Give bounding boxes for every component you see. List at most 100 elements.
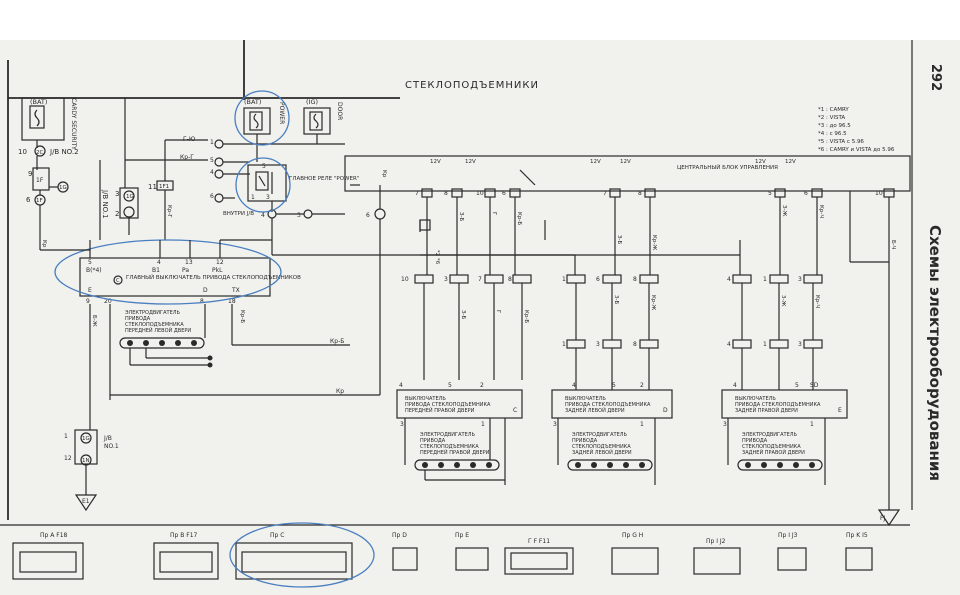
svg-text:ЗАДНЕЙ ПРАВОЙ ДВЕРИ: ЗАДНЕЙ ПРАВОЙ ДВЕРИ <box>742 449 805 456</box>
svg-text:SD: SD <box>810 382 819 389</box>
svg-text:J/B: J/B <box>103 435 112 442</box>
svg-text:ЗАДНЕЙ ЛЕВОЙ ДВЕРИ: ЗАДНЕЙ ЛЕВОЙ ДВЕРИ <box>572 449 632 456</box>
svg-text:З-Ж: З-Ж <box>781 205 787 217</box>
svg-text:4: 4 <box>261 212 265 219</box>
svg-text:ПРИВОДА: ПРИВОДА <box>125 316 151 322</box>
svg-text:Кр-Ч: Кр-Ч <box>818 205 824 218</box>
svg-text:*2 *6: *2 *6 <box>434 250 440 265</box>
svg-text:Г: Г <box>491 212 497 216</box>
scanned-sheet: 292 Схемы электрооборудования СТЕКЛОПОДЪ… <box>0 40 960 595</box>
svg-text:7: 7 <box>415 190 419 197</box>
legend-item-1: *1 : CAMRY <box>818 107 849 113</box>
svg-text:12V: 12V <box>590 159 601 165</box>
svg-text:8: 8 <box>200 298 204 305</box>
svg-text:8: 8 <box>444 190 448 197</box>
svg-text:3: 3 <box>798 341 802 348</box>
highlight-main-switch <box>54 239 282 305</box>
svg-text:4: 4 <box>210 169 214 176</box>
svg-text:1G: 1G <box>82 436 90 442</box>
svg-text:20: 20 <box>104 298 112 305</box>
svg-text:ВЫКЛЮЧАТЕЛЬ: ВЫКЛЮЧАТЕЛЬ <box>405 396 446 402</box>
svg-text:ВЫКЛЮЧАТЕЛЬ: ВЫКЛЮЧАТЕЛЬ <box>735 396 776 402</box>
fuse-bat-center: (BAT) POWER (IG) DOOR <box>243 40 343 162</box>
svg-text:B(*4): B(*4) <box>86 267 102 274</box>
svg-text:Кр-Ж: Кр-Ж <box>651 235 657 250</box>
svg-text:6: 6 <box>804 190 808 197</box>
svg-text:Кр-Б: Кр-Б <box>516 212 522 225</box>
switch-rear-left: 4 5 2 ВЫКЛЮЧАТЕЛЬ ПРИВОДА СТЕКЛОПОДЪЕМНИ… <box>551 382 673 485</box>
svg-text:Г-Ю: Г-Ю <box>183 136 196 143</box>
ecu-box <box>344 155 911 192</box>
svg-text:3-Б: 3-Б <box>613 295 619 304</box>
svg-text:Кр-Б: Кр-Б <box>239 310 245 323</box>
svg-text:FJ: FJ <box>880 515 885 522</box>
svg-text:12V: 12V <box>465 159 476 165</box>
svg-text:ПРИВОДА: ПРИВОДА <box>572 438 598 444</box>
svg-text:З-Б: З-Б <box>458 212 464 222</box>
connector-a <box>12 542 84 580</box>
svg-text:1: 1 <box>763 276 767 283</box>
svg-text:1: 1 <box>210 139 214 146</box>
connector-c <box>235 542 353 580</box>
svg-text:6: 6 <box>366 212 370 219</box>
svg-text:TX: TX <box>231 287 240 294</box>
svg-text:4: 4 <box>733 382 737 389</box>
svg-text:Пр A F18: Пр A F18 <box>40 532 68 539</box>
svg-text:ЗАДНЕЙ ЛЕВОЙ ДВЕРИ: ЗАДНЕЙ ЛЕВОЙ ДВЕРИ <box>565 407 625 414</box>
junction-row-1: 10 3 7 8 1 6 8 4 1 3 <box>401 274 823 284</box>
svg-text:3: 3 <box>266 194 270 201</box>
svg-text:PkL: PkL <box>212 267 223 274</box>
svg-text:1G: 1G <box>59 185 67 191</box>
svg-text:Пр G H: Пр G H <box>622 532 643 539</box>
svg-text:E: E <box>88 287 92 294</box>
svg-text:Б-Ж: Б-Ж <box>91 315 97 327</box>
svg-text:6: 6 <box>596 276 600 283</box>
svg-text:12: 12 <box>64 455 72 462</box>
svg-text:10: 10 <box>18 148 27 156</box>
svg-text:1: 1 <box>763 341 767 348</box>
switch-front-right: 4 5 2 ВЫКЛЮЧАТЕЛЬ ПРИВОДА СТЕКЛОПОДЪЕМНИ… <box>396 382 523 485</box>
svg-text:10: 10 <box>875 190 883 197</box>
svg-text:Б-Ч: Б-Ч <box>890 240 896 250</box>
svg-text:10: 10 <box>476 190 484 197</box>
svg-text:1G: 1G <box>126 194 134 200</box>
wiring-diagram: 292 Схемы электрооборудования СТЕКЛОПОДЪ… <box>0 40 944 588</box>
svg-text:3-Ж: 3-Ж <box>780 295 786 306</box>
connector-i <box>693 547 741 575</box>
connector-stack-center: 1 5 4 6 <box>210 139 345 203</box>
svg-text:ПРИВОДА СТЕКЛОПОДЪЕМНИКА: ПРИВОДА СТЕКЛОПОДЪЕМНИКА <box>405 402 491 408</box>
main-window-switch: 5 4 13 12 B(*4) B1 Pa PkL C ГЛАВНЫЙ ВЫКЛ… <box>79 257 301 305</box>
connector-e <box>455 547 489 571</box>
svg-text:11: 11 <box>148 183 157 191</box>
svg-text:1: 1 <box>64 433 68 440</box>
svg-text:1: 1 <box>481 421 485 428</box>
svg-text:ЭЛЕКТРОДВИГАТЕЛЬ: ЭЛЕКТРОДВИГАТЕЛЬ <box>742 432 797 438</box>
svg-text:2: 2 <box>640 382 644 389</box>
main-relay: 5 1 3 ГЛАВНОЕ РЕЛЕ "POWER" ВНУТРИ J/B <box>223 163 359 217</box>
ground-fj <box>877 509 901 527</box>
svg-text:4: 4 <box>727 276 731 283</box>
svg-text:Кр-Ж: Кр-Ж <box>650 295 656 310</box>
svg-text:1: 1 <box>810 421 814 428</box>
svg-text:СТЕКЛОПОДЪЕМНИКА: СТЕКЛОПОДЪЕМНИКА <box>572 444 631 450</box>
svg-text:ЭЛЕКТРОДВИГАТЕЛЬ: ЭЛЕКТРОДВИГАТЕЛЬ <box>420 432 475 438</box>
fuse-symbol-left <box>34 109 40 127</box>
svg-text:8: 8 <box>508 276 512 283</box>
svg-text:Кр-Г: Кр-Г <box>166 205 172 218</box>
connector-row: Пр A F18 Пр B F17 Пр C Пр D Пр E Г F F11… <box>12 522 873 588</box>
svg-text:1N: 1N <box>82 458 90 464</box>
svg-text:Пр K I5: Пр K I5 <box>846 532 868 539</box>
connector-j <box>777 547 807 571</box>
svg-text:ПРИВОДА: ПРИВОДА <box>742 438 768 444</box>
page-number: 292 <box>928 64 943 91</box>
svg-text:Пр E: Пр E <box>455 532 469 539</box>
svg-text:1F: 1F <box>36 177 44 184</box>
legend-item-3: *3 : до 96.5 <box>818 123 851 129</box>
svg-text:1: 1 <box>251 194 255 201</box>
svg-text:Кр: Кр <box>336 388 344 395</box>
svg-text:4: 4 <box>399 382 403 389</box>
svg-text:ПРИВОДА: ПРИВОДА <box>420 438 446 444</box>
fuse-label-center: POWER <box>278 102 285 124</box>
connector-b <box>153 542 219 580</box>
svg-text:6: 6 <box>26 196 31 204</box>
